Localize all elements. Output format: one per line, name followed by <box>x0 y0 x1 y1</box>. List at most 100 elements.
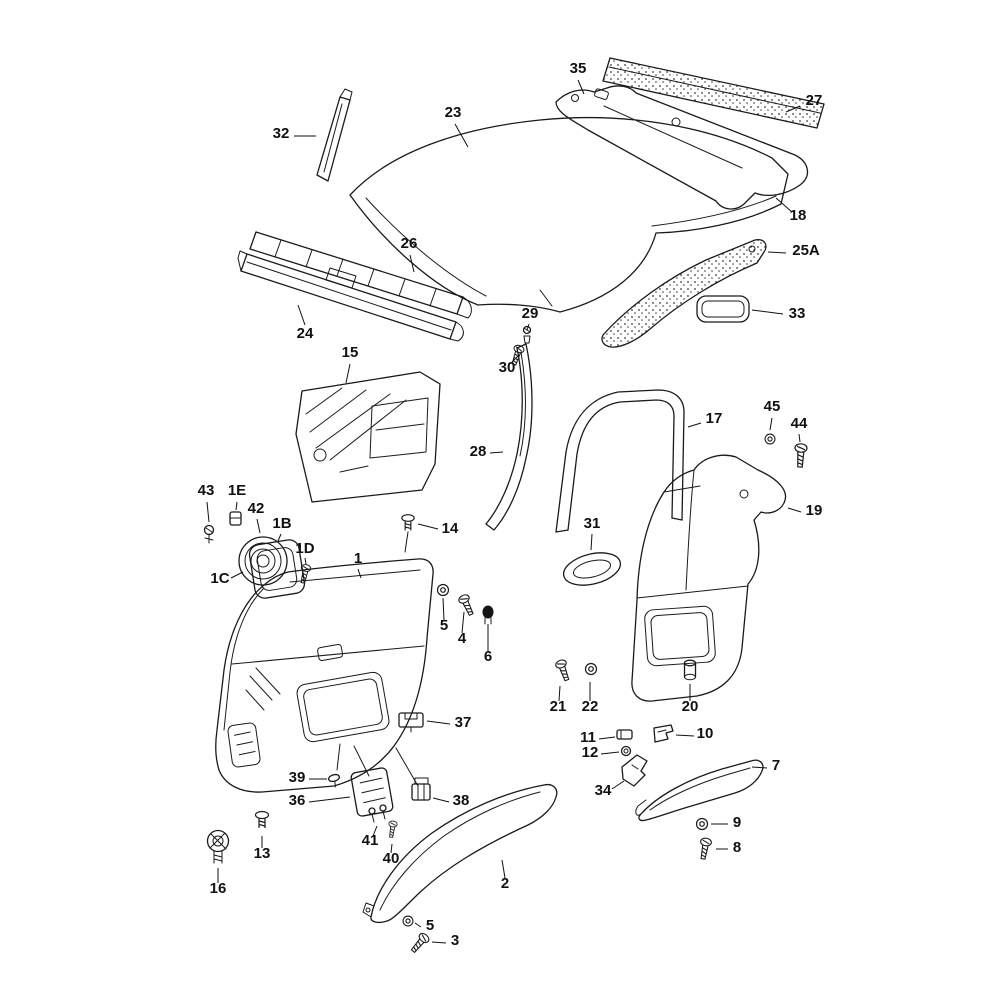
part-label-12-34: 12 <box>582 744 599 761</box>
part-shape-11-clip <box>616 729 633 740</box>
leader-line-28-12 <box>489 451 504 454</box>
leader-line-24-7 <box>297 304 306 326</box>
leader-line-1c-23 <box>230 571 244 579</box>
part-shape-4-screw <box>456 592 477 618</box>
part-shape-33-handle-trim <box>696 295 750 323</box>
part-shape-5b-washer <box>402 915 414 927</box>
part-shape-10-clip <box>653 724 674 743</box>
leader-line-26-6 <box>409 254 415 273</box>
part-label-38-40: 38 <box>453 792 470 809</box>
leader-line-34-36 <box>611 780 625 790</box>
part-shape-26-rail <box>249 231 472 319</box>
part-label-30-10: 30 <box>499 359 516 376</box>
leader-line-44-15 <box>798 433 801 443</box>
part-label-44-15: 44 <box>791 415 808 432</box>
part-shape-7-sill-strip <box>635 759 764 822</box>
part-label-3-49: 3 <box>451 932 459 949</box>
part-label-1e-19: 1E <box>228 482 246 499</box>
part-label-18-4: 18 <box>790 207 807 224</box>
part-shape-16-rivet <box>206 829 230 864</box>
leader-line-1d-22 <box>304 557 307 565</box>
leader-line-41-44 <box>372 825 378 837</box>
part-label-5-26: 5 <box>440 617 448 634</box>
leader-line-18-4 <box>775 197 793 213</box>
part-label-1-25: 1 <box>354 550 362 567</box>
leader-line-1-25 <box>357 568 362 579</box>
part-label-16-46: 16 <box>210 880 227 897</box>
part-label-21-29: 21 <box>550 698 567 715</box>
part-label-34-36: 34 <box>595 782 612 799</box>
explosion-line-14 <box>404 531 409 553</box>
leader-line-14-24 <box>417 523 439 530</box>
leader-line-37-37 <box>426 720 451 725</box>
part-label-6-28: 6 <box>484 648 492 665</box>
part-shape-3-screw <box>408 931 432 956</box>
part-label-42-20: 42 <box>248 500 265 517</box>
part-shape-20-spacer <box>683 659 697 681</box>
part-label-35-0: 35 <box>570 60 587 77</box>
part-label-27-1: 27 <box>806 92 823 109</box>
part-shape-39-clip <box>327 773 341 788</box>
leader-line-4-27 <box>461 611 465 634</box>
part-label-36-39: 36 <box>289 792 306 809</box>
part-label-1d-22: 1D <box>295 540 314 557</box>
part-shape-32-pillar-strip <box>316 88 353 182</box>
part-label-1c-23: 1C <box>210 570 229 587</box>
part-shape-21-screw <box>554 658 573 683</box>
part-label-9-41: 9 <box>733 814 741 831</box>
part-shape-5-washer <box>436 583 450 597</box>
leader-line-1b-21 <box>277 533 282 542</box>
leader-line-1e-19 <box>235 501 238 511</box>
part-shape-37-clip <box>398 712 424 733</box>
leader-line-38-40 <box>432 797 450 803</box>
part-label-13-43: 13 <box>254 845 271 862</box>
part-label-32-2: 32 <box>273 125 290 142</box>
leader-line-42-20 <box>256 518 261 534</box>
leader-line-43-18 <box>206 501 210 523</box>
leader-line-36-39 <box>308 796 351 803</box>
part-shape-31-pull-cup <box>562 552 622 586</box>
part-shape-24-rail <box>237 250 464 342</box>
part-shape-2-sill-strip <box>362 783 558 924</box>
leader-line-31-17 <box>590 533 593 551</box>
leader-line-35-0 <box>577 79 585 95</box>
leader-line-45-14 <box>769 417 773 431</box>
part-label-15-11: 15 <box>342 344 359 361</box>
part-label-19-16: 19 <box>806 502 823 519</box>
part-label-7-35: 7 <box>772 757 780 774</box>
part-label-2-47: 2 <box>501 875 509 892</box>
part-shape-23-headliner <box>349 116 789 313</box>
part-label-41-44: 41 <box>362 832 379 849</box>
part-label-31-17: 31 <box>584 515 601 532</box>
part-label-1b-21: 1B <box>272 515 291 532</box>
part-shape-13-pin <box>254 810 270 829</box>
part-shape-45-washer <box>764 433 776 445</box>
part-shape-36-grille <box>350 767 394 817</box>
part-label-33-8: 33 <box>789 305 806 322</box>
leader-line-15-11 <box>345 363 351 384</box>
part-shape-27-shelf-strip <box>602 57 825 129</box>
part-shape-38-clip <box>411 777 431 801</box>
part-shape-44-screw <box>793 442 808 468</box>
part-shape-9-washer <box>695 817 709 831</box>
part-shape-41-screws <box>368 804 387 823</box>
leader-line-27-1 <box>785 105 801 113</box>
leader-line-40-45 <box>390 843 393 854</box>
leader-line-7-35 <box>751 766 768 769</box>
leader-line-10-33 <box>675 734 695 737</box>
part-label-17-13: 17 <box>706 410 723 427</box>
part-shape-28-seal-strip <box>485 343 533 531</box>
part-label-8-42: 8 <box>733 839 741 856</box>
leader-line-5-26 <box>442 597 445 621</box>
part-label-37-37: 37 <box>455 714 472 731</box>
part-shape-1b-bezel <box>248 539 306 599</box>
part-shape-6-grommet <box>482 605 494 625</box>
part-shape-1e-clip <box>229 511 242 526</box>
leader-line-29-9 <box>526 323 530 331</box>
leader-line-19-16 <box>787 507 802 513</box>
leader-line-11-32 <box>598 736 616 740</box>
part-shape-14-clip <box>401 514 415 531</box>
part-label-28-12: 28 <box>470 443 487 460</box>
part-shape-19-quarter-panel <box>631 454 787 702</box>
